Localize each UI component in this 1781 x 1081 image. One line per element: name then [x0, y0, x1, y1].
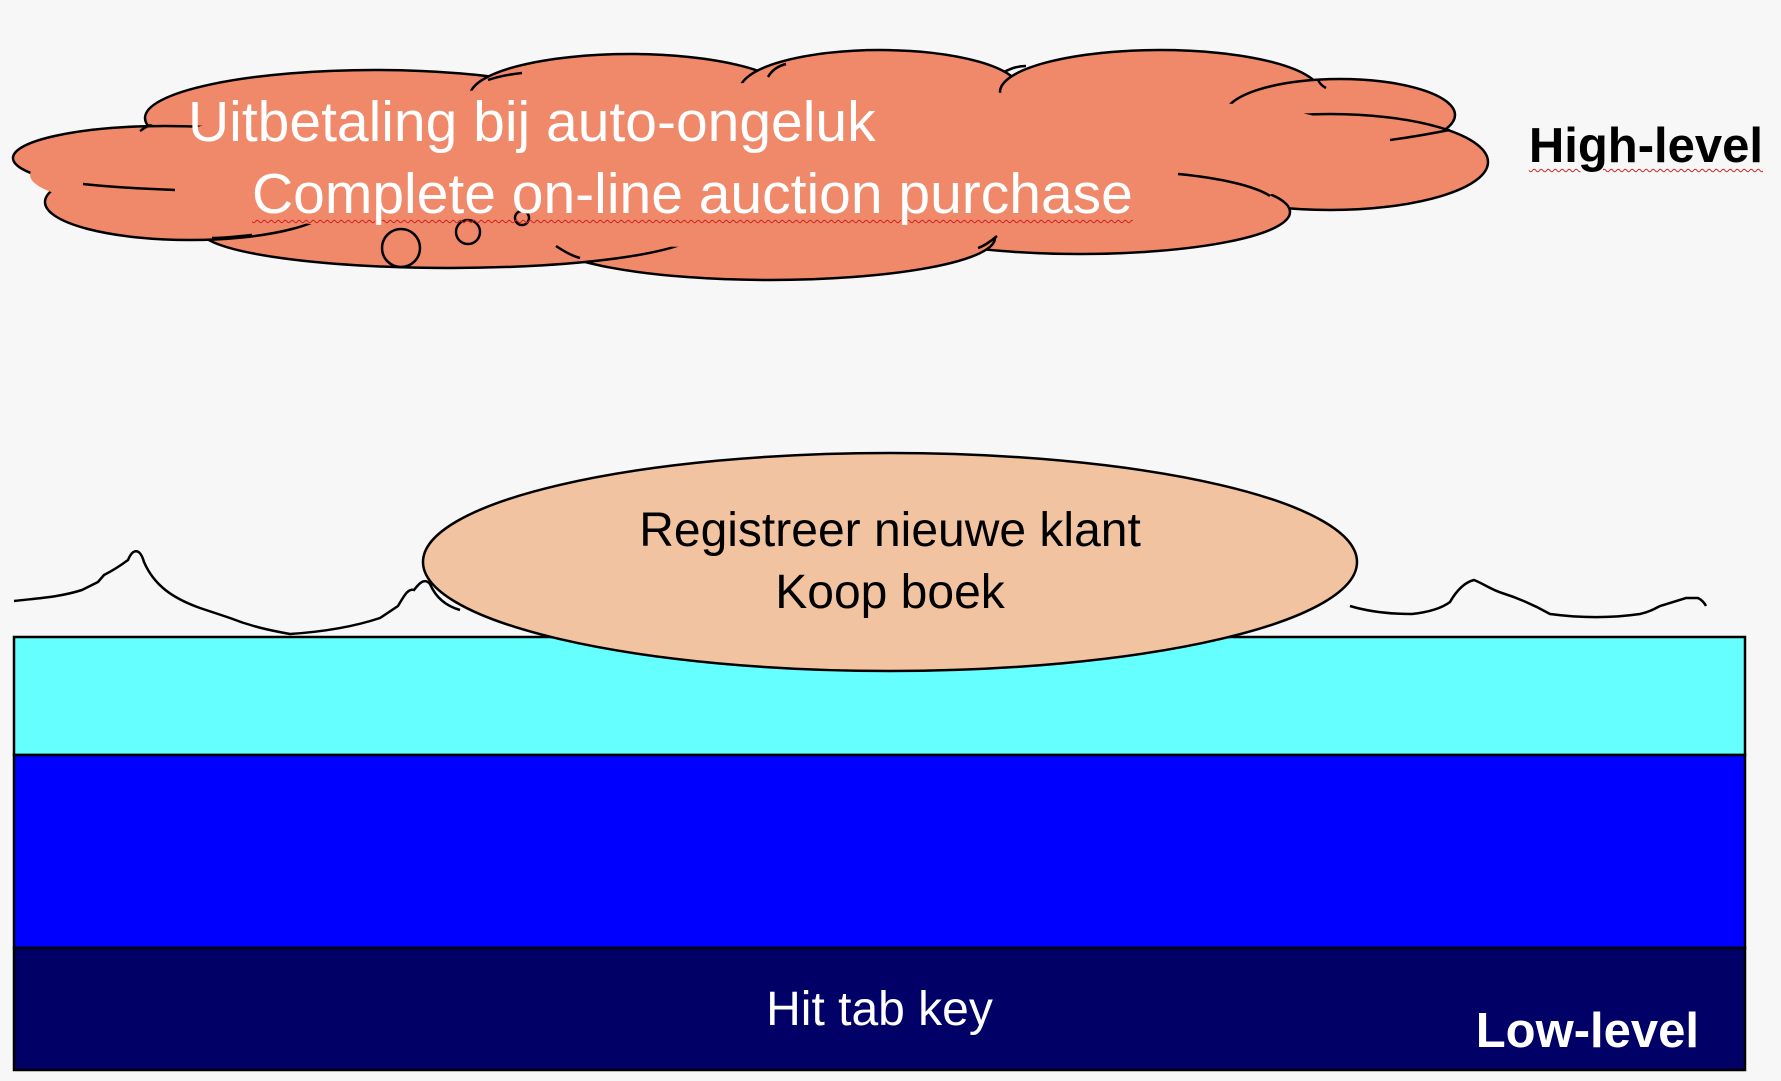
ellipse-text-line-2: Koop boek: [775, 566, 1005, 619]
mid-level-ellipse: [421, 451, 1359, 673]
high-level-label: High-level: [1528, 119, 1763, 173]
low-level-label: Low-level: [1475, 1004, 1699, 1058]
band-middle: [12, 753, 1747, 950]
ellipse-text: Registreer nieuwe klant Koop boek: [420, 500, 1360, 624]
bottom-band-text: Hit tab key: [766, 983, 993, 1036]
cloud-text-line-1: Uitbetaling bij auto-ongeluk: [188, 90, 876, 154]
ellipse-text-line-1: Registreer nieuwe klant: [639, 504, 1141, 557]
thought-cloud: [11, 48, 1490, 282]
band-bottom: [12, 946, 1747, 1072]
skyline-outline: [13, 550, 1708, 636]
cloud-text-line-2: Complete on-line auction purchase: [252, 162, 1133, 226]
